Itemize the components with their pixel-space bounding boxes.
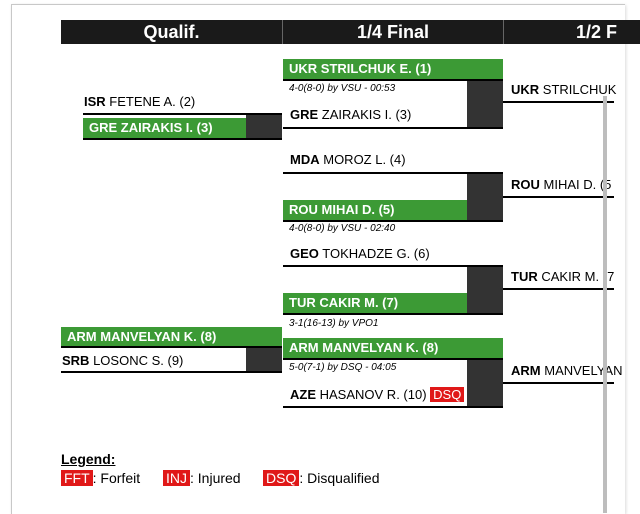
quarter3-score: 3-1(16-13) by VPO1 [289,318,379,329]
bracket-sheet [11,4,625,514]
quarter1-score: 4-0(8-0) by VSU - 00:53 [289,83,396,94]
quarter1-score-box [467,81,503,127]
semi-line4 [503,382,614,384]
legend-item-disqualified: DSQ: Disqualified [263,469,380,487]
qualif1-line1 [83,113,282,115]
qualif2-line2 [61,371,282,373]
qualif1-player1: ISR FETENE A. (2) [84,94,196,109]
legend-title: Legend: [61,451,116,467]
header-semi-final: 1/2 F [504,20,640,44]
quarter4-player2: AZE HASANOV R. (10) DSQ [289,385,468,405]
quarter4-score-box [467,360,503,406]
header-separator [503,20,504,44]
quarter1-player2: GRE ZAIRAKIS I. (3) [290,107,412,122]
quarter3-player2-winner: TUR CAKIR M. (7) [283,293,467,313]
quarter2-score-box [467,174,503,220]
header-separator [282,20,283,44]
qualif1-score-box [246,115,282,138]
quarter2-player1: MDA MOROZ L. (4) [290,152,406,167]
semi-player2: ROU MIHAI D. (5 [511,177,612,192]
semi-line3 [503,288,614,290]
semi-line2 [503,196,614,198]
quarter2-player2-winner: ROU MIHAI D. (5) [283,200,467,220]
quarter2-line1 [283,172,503,174]
quarter3-line2 [283,313,503,315]
quarter4-player1-winner: ARM MANVELYAN K. (8) [283,338,503,358]
qualif2-player2: SRB LOSONC S. (9) [62,353,184,368]
dsq-badge: DSQ [430,387,465,402]
quarter2-score: 4-0(8-0) by VSU - 02:40 [289,223,396,234]
quarter1-player1-winner: UKR STRILCHUK E. (1) [283,59,503,79]
qualif1-player2-winner: GRE ZAIRAKIS I. (3) [83,118,246,138]
scroll-divider [603,96,607,513]
quarter3-player1: GEO TOKHADZE G. (6) [290,246,430,261]
qualif1-line2 [83,138,282,140]
header-qualif: Qualif. [61,20,282,44]
inj-tag: INJ [163,470,190,486]
qualif2-score-box [246,348,282,371]
quarter4-score: 5-0(7-1) by DSQ - 04:05 [289,362,397,373]
quarter4-line1 [283,358,503,360]
qualif2-player1-winner: ARM MANVELYAN K. (8) [61,327,282,347]
dsq-tag: DSQ [263,470,300,486]
quarter3-line1 [283,265,503,267]
semi-line1 [503,101,614,103]
quarter2-line2 [283,220,503,222]
legend-item-forfeit: FFT: Forfeit [61,469,140,487]
semi-player3: TUR CAKIR M. (7 [511,269,615,284]
fft-tag: FFT [61,470,93,486]
header-quarter-final: 1/4 Final [283,20,503,44]
quarter1-line1 [283,79,503,81]
qualif2-line1 [61,346,282,348]
legend-item-injured: INJ: Injured [163,469,241,487]
semi-player4: ARM MANVELYAN [511,363,623,378]
semi-player1: UKR STRILCHUK [511,82,617,97]
quarter3-score-box [467,267,503,313]
quarter4-line2 [283,406,503,408]
quarter1-line2 [283,127,503,129]
